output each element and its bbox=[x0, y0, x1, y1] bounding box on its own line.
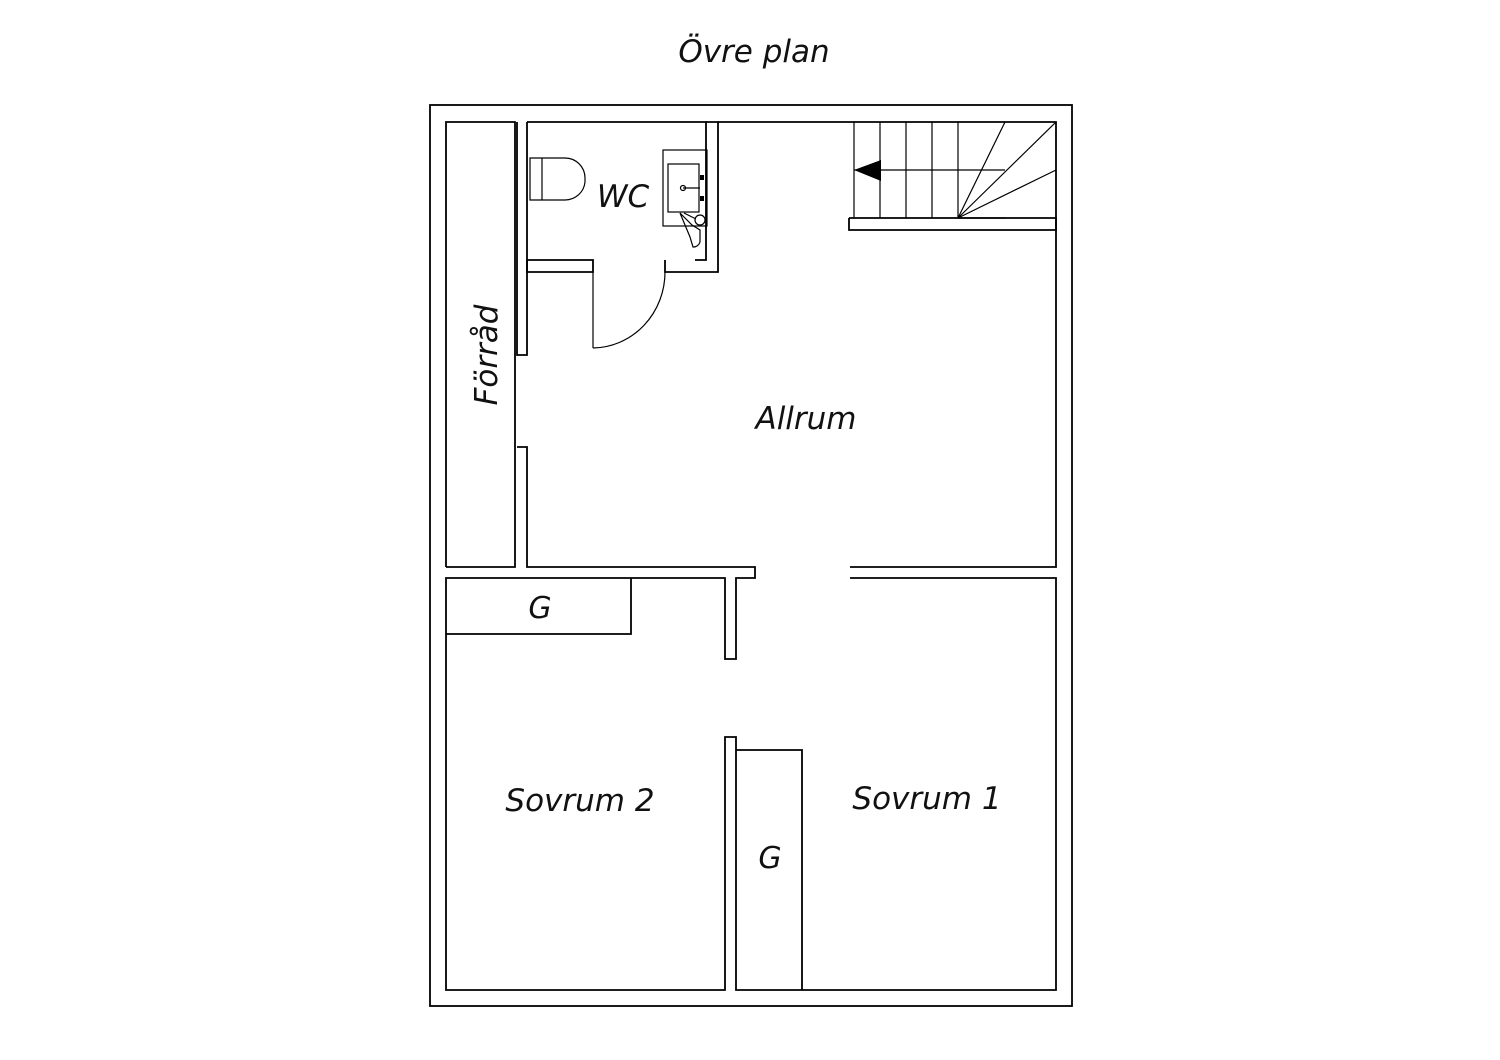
inner-wall-outline bbox=[445, 121, 1057, 991]
room-label-bedroom-1: Sovrum 1 bbox=[852, 781, 1001, 817]
toilet-icon bbox=[529, 157, 586, 201]
wc-door[interactable] bbox=[592, 271, 666, 349]
room-label-storage: Förråd bbox=[469, 304, 505, 405]
shower-icon bbox=[679, 212, 706, 248]
room-label-closet-bottom: G bbox=[758, 841, 781, 876]
room-label-living: Allrum bbox=[753, 401, 856, 437]
outer-wall bbox=[429, 104, 1073, 1007]
room-label-closet-top: G bbox=[528, 591, 551, 626]
stair-direction-arrow-icon bbox=[854, 160, 881, 181]
room-label-bedroom-2: Sovrum 2 bbox=[505, 783, 654, 819]
closet-bottom bbox=[736, 749, 803, 990]
room-label-wc: WC bbox=[597, 179, 650, 215]
storage-wall bbox=[445, 122, 802, 991]
closet-top bbox=[446, 578, 632, 635]
plan-title: Övre plan bbox=[678, 33, 829, 70]
